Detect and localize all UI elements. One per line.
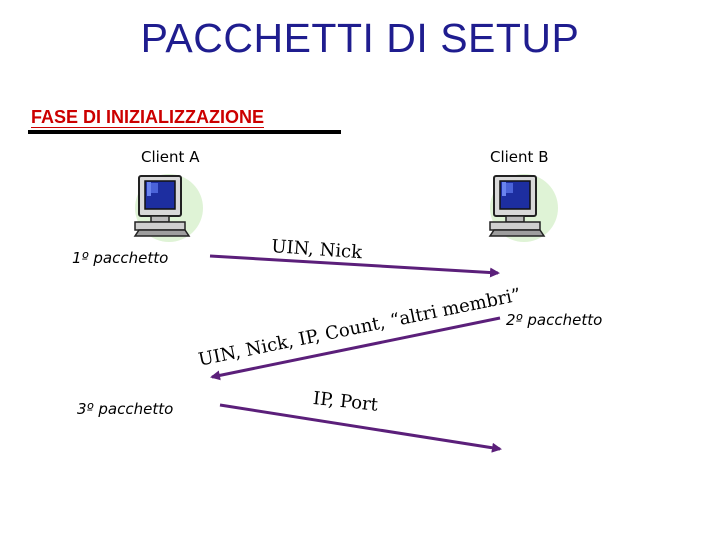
client-a-label: Client A — [141, 148, 200, 166]
section-heading: FASE DI INIZIALIZZAZIONE — [31, 107, 264, 127]
computer-icon — [125, 170, 205, 250]
arrow-packet-3 — [219, 403, 502, 453]
section-divider — [28, 130, 341, 134]
page-title: PACCHETTI DI SETUP — [140, 15, 580, 61]
packet-2-label: 2º pacchetto — [506, 311, 603, 329]
arrow-packet-2 — [210, 316, 501, 381]
packet-1-label: 1º pacchetto — [72, 249, 169, 267]
client-b-label: Client B — [490, 148, 549, 166]
computer-icon — [480, 170, 560, 250]
arrow-packet-1 — [209, 254, 500, 278]
packet-3-label: 3º pacchetto — [77, 400, 174, 418]
